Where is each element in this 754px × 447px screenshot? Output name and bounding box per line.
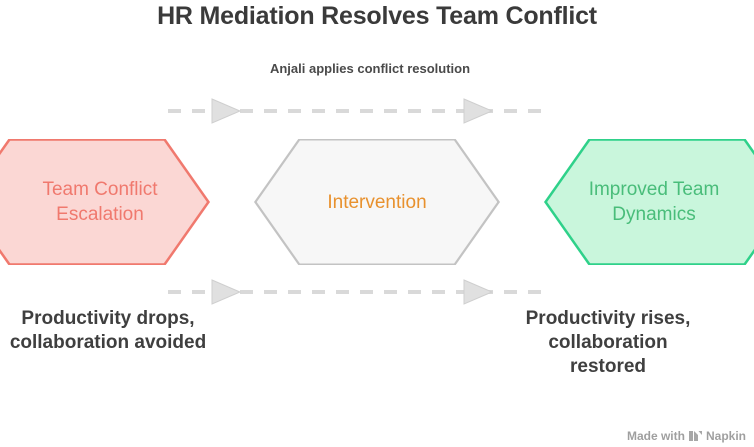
caption-left: Productivity drops, collaboration avoide… — [9, 308, 207, 353]
page-title: HR Mediation Resolves Team Conflict — [157, 2, 597, 30]
node-fill — [547, 140, 754, 264]
watermark-text: Made with — [626, 429, 685, 443]
node-label: Intervention — [327, 191, 427, 213]
watermark-brand: Napkin — [705, 429, 746, 443]
node-label: Team Conflict Escalation — [42, 179, 158, 225]
connector-bottom-arrowhead-2 — [463, 279, 494, 305]
node-fill — [0, 140, 207, 264]
node-intervention[interactable]: Intervention — [254, 139, 500, 265]
watermark[interactable]: Made with Napkin — [627, 429, 746, 443]
node-team-conflict-escalation[interactable]: Team Conflict Escalation — [0, 139, 210, 265]
node-fill — [256, 140, 498, 264]
node-improved-team-dynamics[interactable]: Improved Team Dynamics — [544, 139, 754, 265]
connector-bottom-arrowhead-1 — [211, 279, 242, 305]
node-label: Improved Team Dynamics — [588, 179, 720, 225]
napkin-logo-icon — [688, 430, 702, 442]
connector-label: Anjali applies conflict resolution — [269, 61, 471, 76]
caption-right: Productivity rises, collaboration restor… — [525, 308, 691, 377]
connector-top-arrowhead-2 — [463, 98, 494, 124]
connector-top-arrowhead-1 — [211, 98, 242, 124]
